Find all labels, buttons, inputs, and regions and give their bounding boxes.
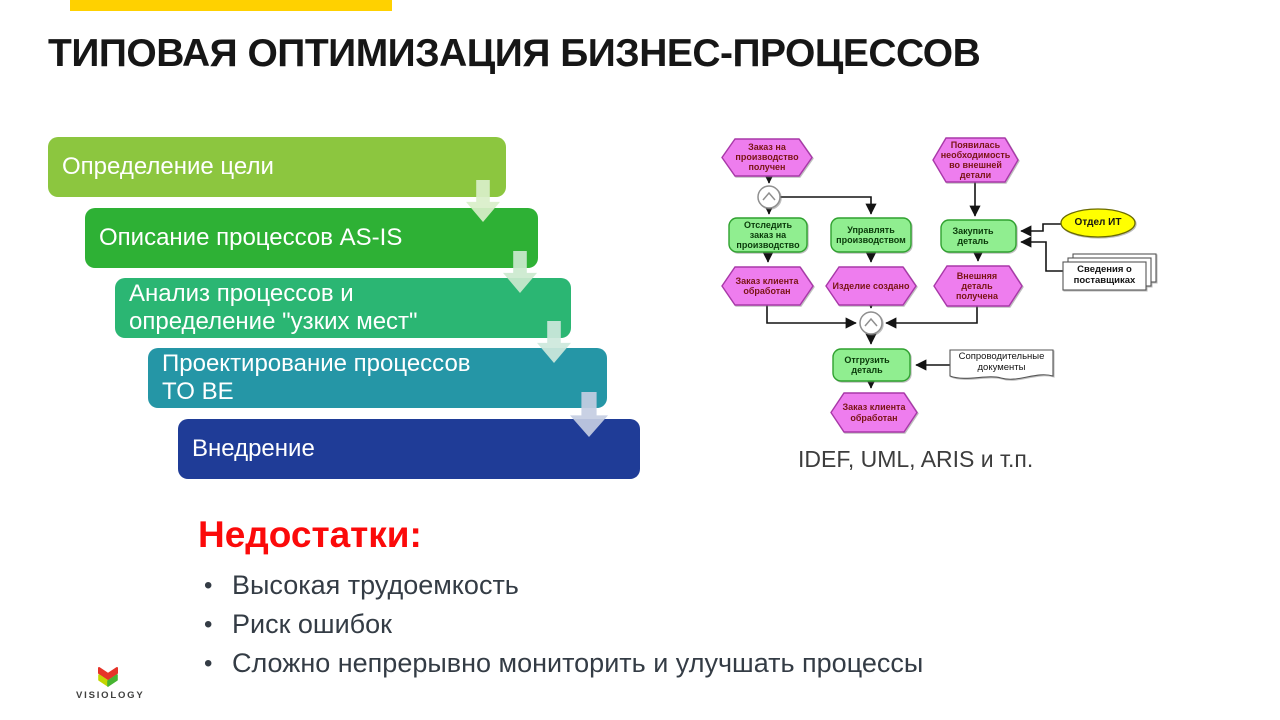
brand-wordmark: VISIOLOGY <box>76 690 145 701</box>
event-hex-external-need <box>932 137 1019 183</box>
drawback-item: Высокая трудоемкость <box>202 566 923 605</box>
epc-flow-diagram: Заказ на производство получен Появилась … <box>700 130 1160 440</box>
event-hex-external-part-received <box>933 265 1023 307</box>
node-label: Закупить деталь <box>952 225 994 246</box>
process-step-label: Анализ процессов и определение "узких ме… <box>129 279 418 335</box>
node-label: Сведения о поставщиках <box>1073 264 1136 286</box>
node-label: Появилась необходимость во внешней детал… <box>940 139 1011 181</box>
node-label: Внешняя деталь получена <box>956 270 998 302</box>
drawback-item: Сложно непрерывно мониторить и улучшать … <box>202 644 923 683</box>
process-step-label: Внедрение <box>192 434 315 462</box>
process-step-label: Описание процессов AS-IS <box>99 223 403 251</box>
event-hex-client-order-processed-2 <box>830 392 918 433</box>
org-ellipse-it-dept <box>1060 208 1136 238</box>
node-label: Изделие создано <box>832 280 910 291</box>
node-label: Отгрузить деталь <box>844 354 890 375</box>
brand-logo: VISIOLOGY <box>76 666 145 701</box>
node-label: Сопроводительные документы <box>958 351 1045 373</box>
process-step-implementation: Внедрение <box>178 419 640 479</box>
drawbacks-heading: Недостатки: <box>198 514 422 555</box>
visiology-logo-icon <box>98 667 118 687</box>
process-step-analysis: Анализ процессов и определение "узких ме… <box>115 278 571 338</box>
process-step-goal: Определение цели <box>48 137 506 197</box>
function-box-ship-part <box>832 348 911 382</box>
function-box-purchase-part <box>940 219 1017 253</box>
diagram-caption: IDEF, UML, ARIS и т.п. <box>798 446 1034 472</box>
event-hex-client-order-processed-1 <box>721 266 814 306</box>
function-box-manage-production <box>830 217 912 253</box>
event-hex-order-received <box>721 138 813 177</box>
accent-bar <box>70 0 392 11</box>
document-shape-accompanying-docs <box>949 349 1054 380</box>
process-step-to-be: Проектирование процессов TO BE <box>148 348 607 408</box>
event-hex-product-created <box>825 266 917 306</box>
drawbacks-list: Высокая трудоемкость Риск ошибок Сложно … <box>202 566 923 683</box>
epc-diagram-canvas <box>721 137 1157 433</box>
document-stack-supplier-info <box>1062 253 1157 291</box>
node-label: Заказ клиента обработан <box>735 275 799 296</box>
node-label: Заказ на производство получен <box>735 141 799 173</box>
node-label: Заказ клиента обработан <box>842 402 906 423</box>
diagram-connectors <box>762 172 1063 389</box>
page-title: ТИПОВАЯ ОПТИМИЗАЦИЯ БИЗНЕС-ПРОЦЕССОВ <box>48 32 981 75</box>
drawback-item: Риск ошибок <box>202 605 923 644</box>
node-label: Управлять производством <box>836 224 906 245</box>
function-box-track-order <box>728 217 808 253</box>
process-step-label: Определение цели <box>62 152 274 180</box>
process-step-label: Проектирование процессов TO BE <box>162 349 471 405</box>
xor-connector-icon <box>757 185 781 209</box>
xor-connector-icon <box>859 311 883 335</box>
process-step-as-is: Описание процессов AS-IS <box>85 208 538 268</box>
node-label: Отдел ИТ <box>1074 217 1122 229</box>
node-label: Отследить заказ на производство <box>736 219 800 251</box>
